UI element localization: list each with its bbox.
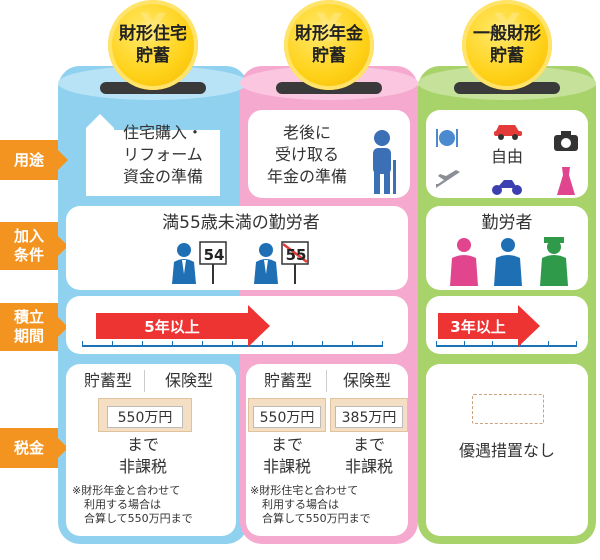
age-sign-ok: 54 — [203, 246, 225, 264]
eligibility-general-text: 勤労者 — [481, 213, 533, 233]
tax-amount-insurance: 385万円 — [335, 406, 403, 428]
money-bundle-icon: 550万円 — [248, 398, 326, 432]
house-shape — [86, 114, 220, 196]
tax-pension-panel — [246, 364, 408, 536]
tax-general-panel — [426, 364, 588, 536]
pension-coin: ¥ 財形年金 貯蓄 — [284, 0, 374, 90]
age-sign-ng: 55 — [285, 246, 307, 264]
period-general-arrow: 3年以上 — [438, 305, 540, 347]
plan-title-line: 貯蓄 — [136, 46, 170, 66]
tax-pension-note: ※財形住宅と合わせて 利用する場合は 合算して550万円まで — [250, 484, 371, 525]
tax-pension-limit-insurance: まで 非課税 — [344, 435, 393, 476]
row-label-tax: 税金 — [0, 428, 68, 468]
camera-icon — [554, 131, 578, 151]
airplane-icon — [436, 170, 460, 188]
row-label-use: 用途 — [0, 140, 68, 180]
worker-age-54-icon — [172, 241, 227, 284]
dress-icon — [557, 167, 575, 195]
tax-general-text: 優遇措置なし — [458, 441, 555, 460]
money-bundle-icon: 385万円 — [330, 398, 408, 432]
dining-icon — [436, 129, 458, 147]
general-coin: ¥ 一般財形 貯蓄 — [462, 0, 552, 90]
tax-type-insurance: 保険型 — [342, 371, 391, 390]
money-bundle-icon: 550万円 — [98, 398, 192, 432]
plan-title-line: 貯蓄 — [490, 46, 524, 66]
period-general-timeline — [436, 341, 577, 347]
pension-use-text: 老後に 受け取る 年金の準備 — [266, 123, 347, 186]
row-label-period: 積立期間 — [0, 303, 68, 351]
workers-icon — [450, 237, 568, 286]
row-label-eligibility: 加入条件 — [0, 222, 68, 270]
plan-title-line: 財形年金 — [295, 24, 363, 44]
plan-title-line: 一般財形 — [473, 24, 541, 44]
plan-title-line: 貯蓄 — [312, 46, 346, 66]
plan-title-line: 財形住宅 — [119, 24, 187, 44]
housing-use-text: 住宅購入・ リフォーム 資金の準備 — [122, 123, 203, 186]
tax-pension-limit-savings: まで 非課税 — [262, 435, 311, 476]
tax-type-savings: 貯蓄型 — [250, 370, 327, 392]
housing-coin: ¥ 財形住宅 貯蓄 — [108, 0, 198, 90]
car-icon — [494, 125, 522, 140]
tax-type-savings: 貯蓄型 — [72, 370, 145, 392]
tax-amount-savings: 550万円 — [253, 406, 321, 428]
general-use-text: 自由 — [490, 147, 523, 166]
empty-money-icon — [472, 394, 544, 424]
worker-age-55-icon — [254, 241, 309, 284]
period-shared-arrow: 5年以上 — [96, 305, 270, 347]
tax-housing-panel — [66, 364, 236, 536]
eligibility-shared-text: 満55歳未満の勤労者 — [162, 213, 320, 233]
eligibility-shared-panel — [66, 206, 408, 290]
elderly-person-icon — [373, 130, 396, 194]
tax-housing-limit: まで 非課税 — [118, 435, 167, 476]
tax-amount: 550万円 — [107, 406, 183, 428]
tax-type-insurance: 保険型 — [164, 371, 213, 390]
period-timeline — [82, 341, 383, 347]
tax-housing-note: ※財形年金と合わせて 利用する場合は 合算して550万円まで — [72, 484, 193, 525]
motorcycle-icon — [492, 180, 522, 195]
